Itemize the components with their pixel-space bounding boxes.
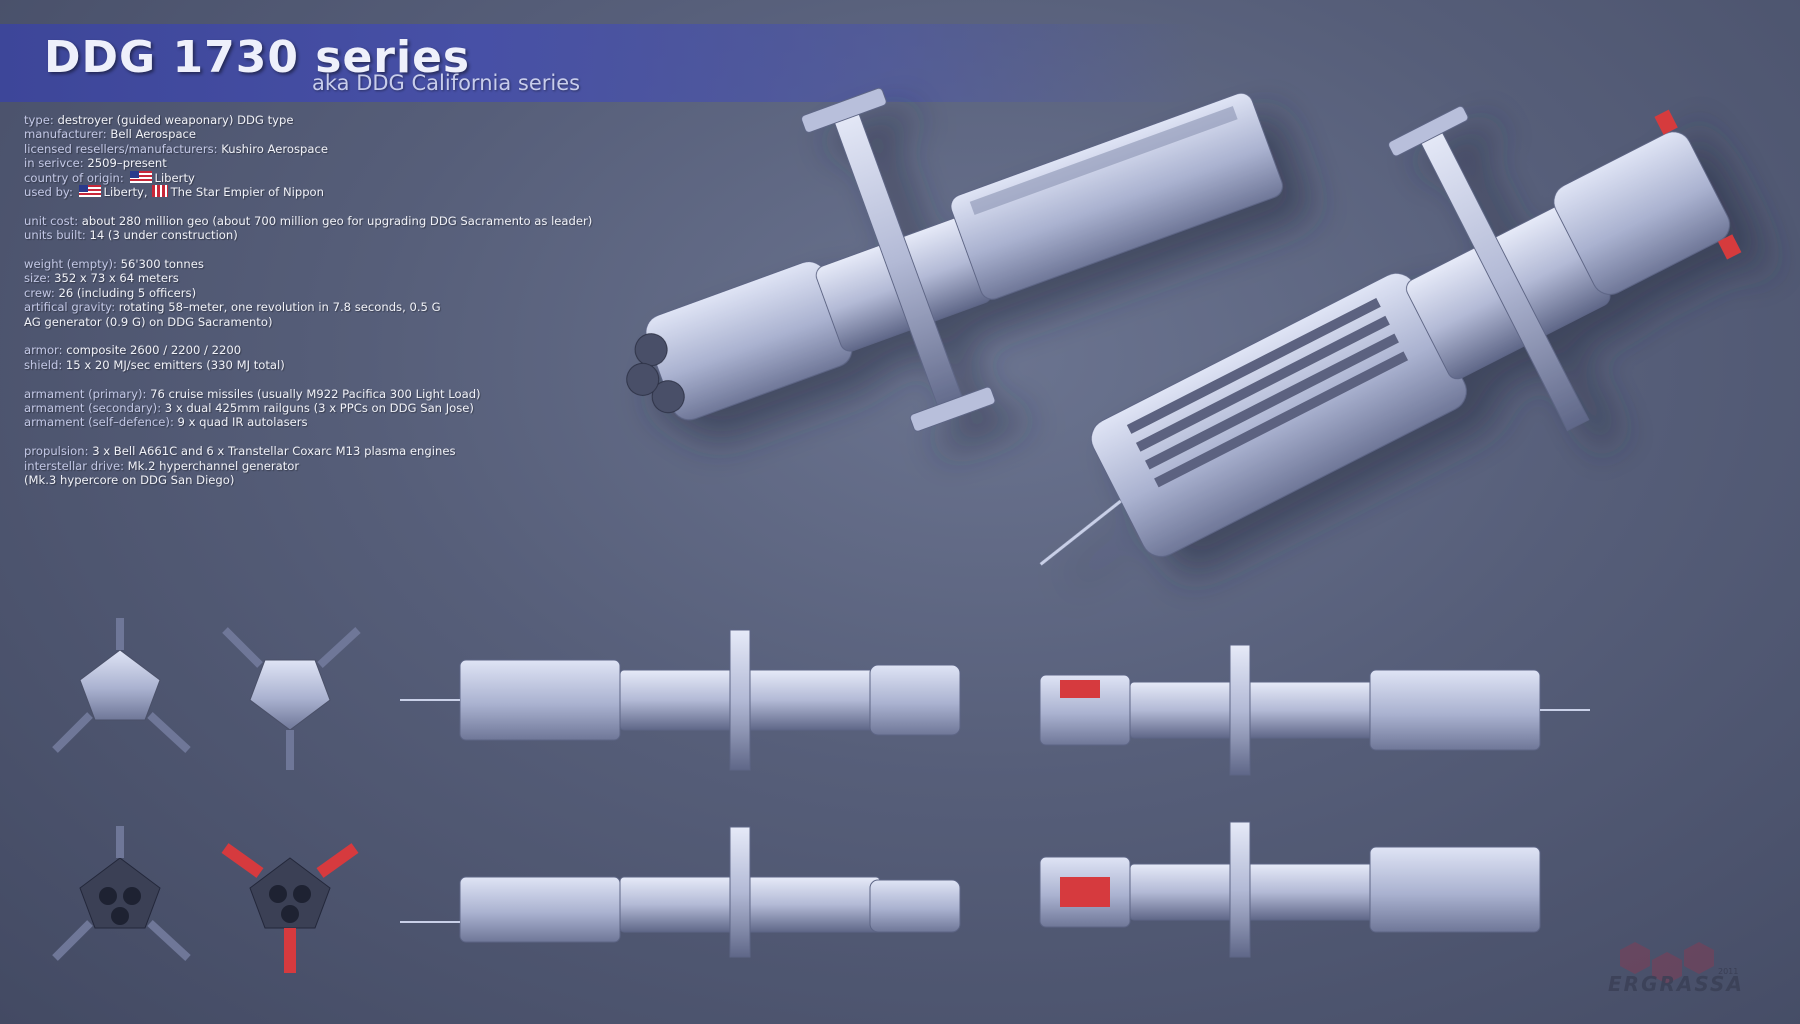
spec-value: Kushiro Aerospace <box>221 141 328 156</box>
ship-view-top-left <box>400 629 961 771</box>
spec-value: rotating 58–meter, one revolution in 7.8… <box>118 300 441 315</box>
spec-label: country of origin: <box>24 170 124 185</box>
spec-label: crew: <box>24 285 55 300</box>
spec-spacer <box>24 430 664 444</box>
spec-value: 26 (including 5 officers) <box>58 285 197 300</box>
spec-value: Bell Aerospace <box>110 127 197 142</box>
spec-row: type: destroyer (guided weaponary) DDG t… <box>24 113 664 127</box>
liberty-flag-icon <box>78 185 101 198</box>
spec-row: armament (self–defence): 9 x quad IR aut… <box>24 415 664 429</box>
spec-row: interstellar drive: Mk.2 hyperchannel ge… <box>24 459 664 473</box>
spec-label: interstellar drive: <box>24 458 124 473</box>
liberty-flag-icon <box>129 170 152 183</box>
spec-label: manufacturer: <box>24 127 107 142</box>
spec-spacer <box>24 243 664 257</box>
spec-label: weight (empty): <box>24 257 117 272</box>
logo-year: 2011 <box>1718 967 1739 976</box>
spec-value: composite 2600 / 2200 / 2200 <box>66 343 242 358</box>
spec-list: type: destroyer (guided weaponary) DDG t… <box>24 113 664 487</box>
logo-text: ERGRASSA <box>1608 972 1744 996</box>
spec-row: armor: composite 2600 / 2200 / 2200 <box>24 343 664 357</box>
spec-row: armament (primary): 76 cruise missiles (… <box>24 387 664 401</box>
spec-spacer <box>24 199 664 213</box>
spec-row: propulsion: 3 x Bell A661C and 6 x Trans… <box>24 444 664 458</box>
spec-row: AG generator (0.9 G) on DDG Sacramento) <box>24 315 664 329</box>
spec-value: destroyer (guided weaponary) DDG type <box>57 113 294 127</box>
spec-value: 3 x Bell A661C and 6 x Transtellar Coxar… <box>92 444 456 459</box>
spec-label: size: <box>24 271 51 286</box>
page-subtitle: aka DDG California series <box>312 71 581 95</box>
spec-label: artifical gravity: <box>24 300 116 315</box>
spec-value: AG generator (0.9 G) on DDG Sacramento) <box>24 314 273 329</box>
spec-row: country of origin: Liberty <box>24 170 664 185</box>
spec-row: licensed resellers/manufacturers: Kushir… <box>24 142 664 156</box>
nippon-flag-icon <box>151 185 168 198</box>
spec-row: unit cost: about 280 million geo (about … <box>24 214 664 228</box>
ship-view-bottom-left <box>400 826 961 958</box>
title-banner <box>0 24 1200 102</box>
spec-label: propulsion: <box>24 444 89 459</box>
spec-label: armament (self–defence): <box>24 415 174 430</box>
spec-row: crew: 26 (including 5 officers) <box>24 286 664 300</box>
spec-label: in serivce: <box>24 156 84 171</box>
spec-label: used by: <box>24 185 73 200</box>
spec-value: 3 x dual 425mm railguns (3 x PPCs on DDG… <box>164 401 474 416</box>
spec-value: Liberty <box>154 170 195 185</box>
spec-value: Liberty, <box>103 185 148 200</box>
spec-label: shield: <box>24 357 63 372</box>
spec-label: armament (primary): <box>24 386 147 401</box>
ship-render-perspective-1 <box>626 87 1283 432</box>
spec-label: armament (secondary): <box>24 401 162 416</box>
spec-label: units built: <box>24 228 86 243</box>
spec-row: weight (empty): 56'300 tonnes <box>24 257 664 271</box>
spec-value: 15 x 20 MJ/sec emitters (330 MJ total) <box>65 357 285 372</box>
spec-value: 56'300 tonnes <box>120 257 204 272</box>
spec-row: manufacturer: Bell Aerospace <box>24 127 664 141</box>
spec-value: 2509–present <box>87 156 167 171</box>
spec-value: (Mk.3 hypercore on DDG San Diego) <box>24 473 235 488</box>
spec-label: unit cost: <box>24 213 79 228</box>
spec-value: 352 x 73 x 64 meters <box>54 271 179 286</box>
spec-label: armor: <box>24 343 63 358</box>
spec-value: about 280 million geo (about 700 million… <box>81 213 593 228</box>
spec-row: used by: Liberty, The Star Empier of Nipp… <box>24 185 664 199</box>
spec-spacer <box>24 329 664 343</box>
spec-value: Mk.2 hyperchannel generator <box>127 458 300 473</box>
spec-row: size: 352 x 73 x 64 meters <box>24 271 664 285</box>
spec-label: type: <box>24 113 54 127</box>
spec-row: shield: 15 x 20 MJ/sec emitters (330 MJ … <box>24 358 664 372</box>
ship-view-top-right <box>1039 644 1590 776</box>
ship-view-bottom-right <box>1039 821 1541 958</box>
ship-render-perspective-2 <box>1039 105 1742 566</box>
spec-label: licensed resellers/manufacturers: <box>24 141 218 156</box>
page-title: DDG 1730 series <box>44 32 471 83</box>
spec-row: units built: 14 (3 under construction) <box>24 228 664 242</box>
ship-view-front-top <box>52 618 361 770</box>
spec-row: artifical gravity: rotating 58–meter, on… <box>24 300 664 314</box>
spec-row: in serivce: 2509–present <box>24 156 664 170</box>
spec-row: armament (secondary): 3 x dual 425mm rai… <box>24 401 664 415</box>
ship-view-front-bottom <box>52 826 359 973</box>
spec-value: The Star Empier of Nippon <box>170 185 325 200</box>
spec-value: 14 (3 under construction) <box>89 228 238 243</box>
spec-value: 9 x quad IR autolasers <box>177 415 308 430</box>
hexagon-logo-icon <box>1620 942 1714 984</box>
spec-row: (Mk.3 hypercore on DDG San Diego) <box>24 473 664 487</box>
spec-value: 76 cruise missiles (usually M922 Pacific… <box>150 386 481 401</box>
spec-spacer <box>24 372 664 386</box>
